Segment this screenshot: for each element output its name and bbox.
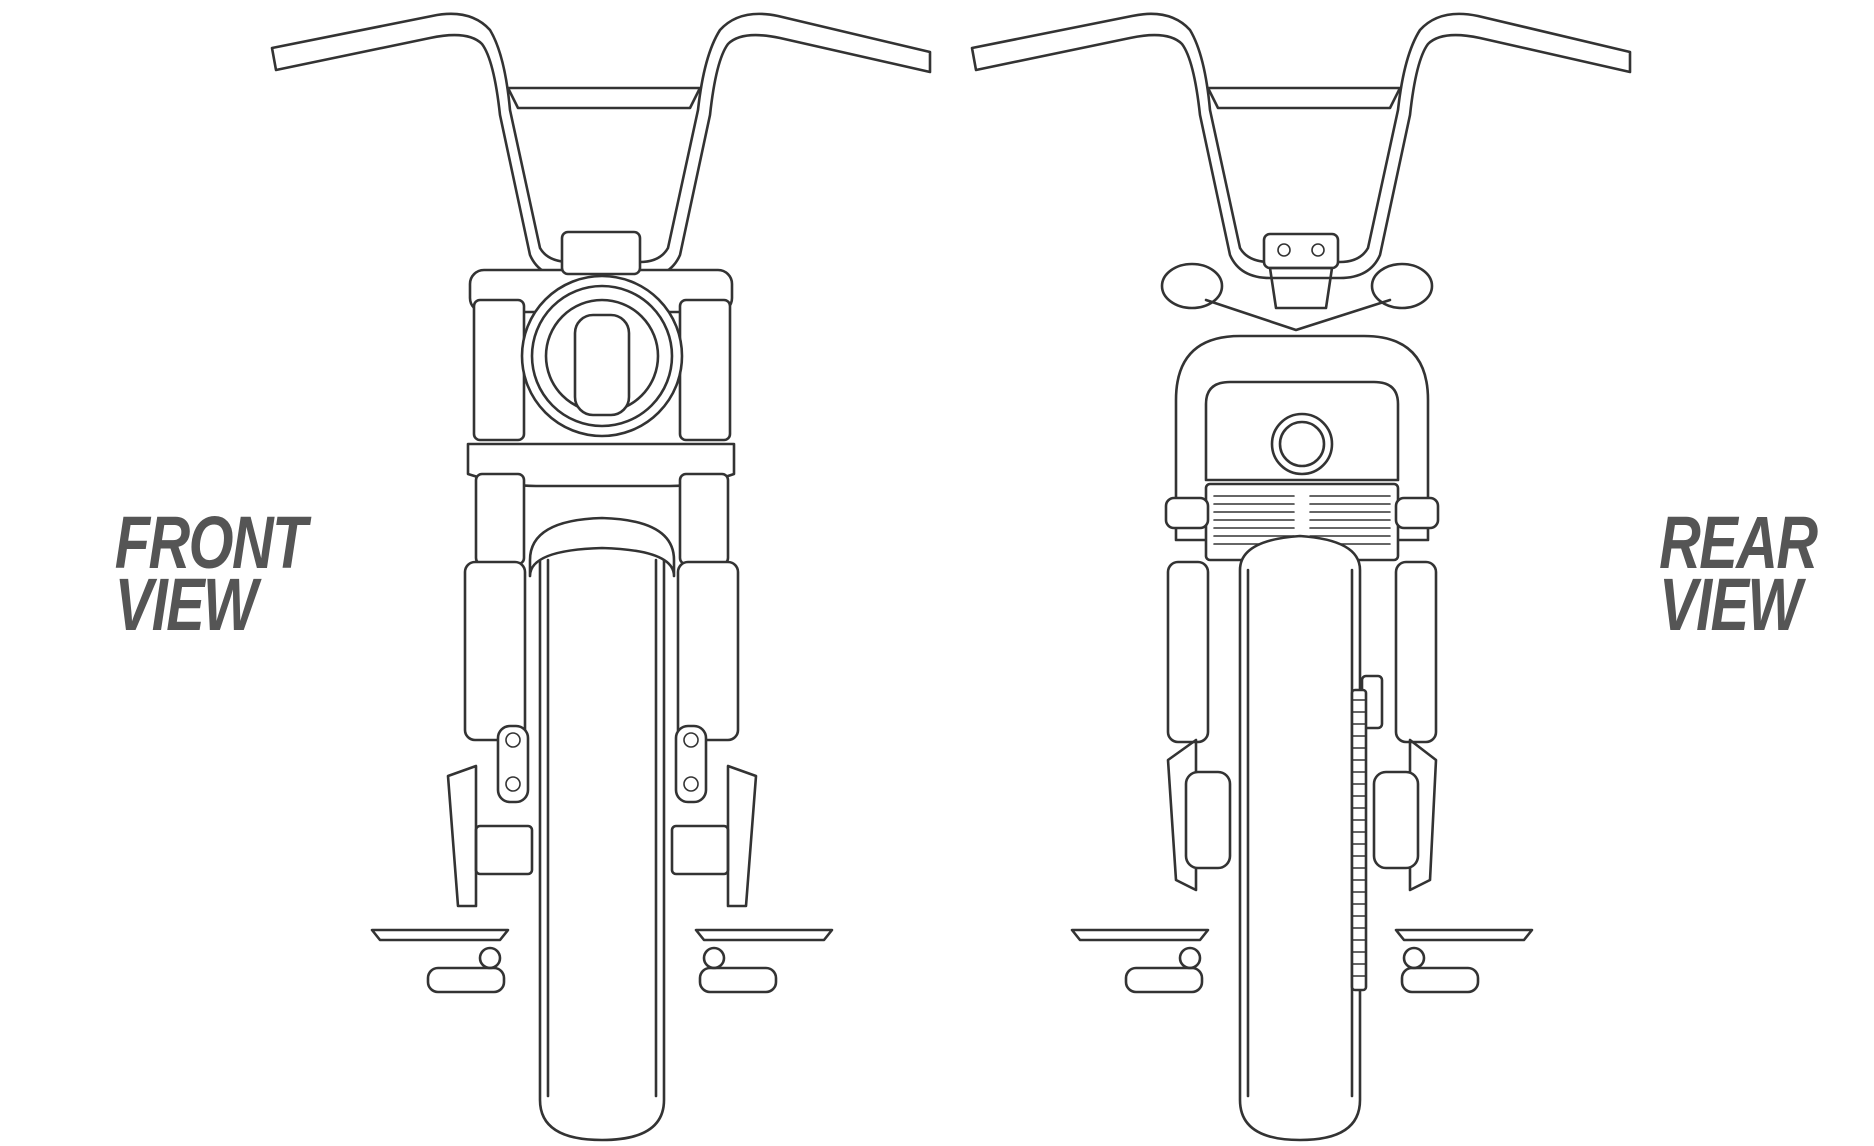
- front-footpegs: [370, 928, 834, 994]
- rear-handlebar: [970, 12, 1632, 280]
- front-handlebar: [270, 12, 932, 280]
- front-fender: [528, 516, 676, 578]
- front-view-label-line1: FRONT: [114, 501, 308, 584]
- front-fork-sliders: [446, 560, 758, 908]
- front-view-label: FRONT VIEW: [114, 501, 308, 646]
- rear-view-label: REAR VIEW: [1659, 506, 1818, 646]
- rear-top-mount: [1160, 232, 1434, 332]
- front-headlight: [520, 274, 684, 438]
- front-view-label-line2: VIEW: [114, 563, 258, 646]
- rear-wheel: [1238, 534, 1368, 1142]
- rear-shocks-and-frame: [1166, 560, 1438, 892]
- rear-view-label-line2: VIEW: [1659, 563, 1802, 646]
- rear-footpegs: [1070, 928, 1534, 994]
- rear-license-plate: [1164, 482, 1440, 562]
